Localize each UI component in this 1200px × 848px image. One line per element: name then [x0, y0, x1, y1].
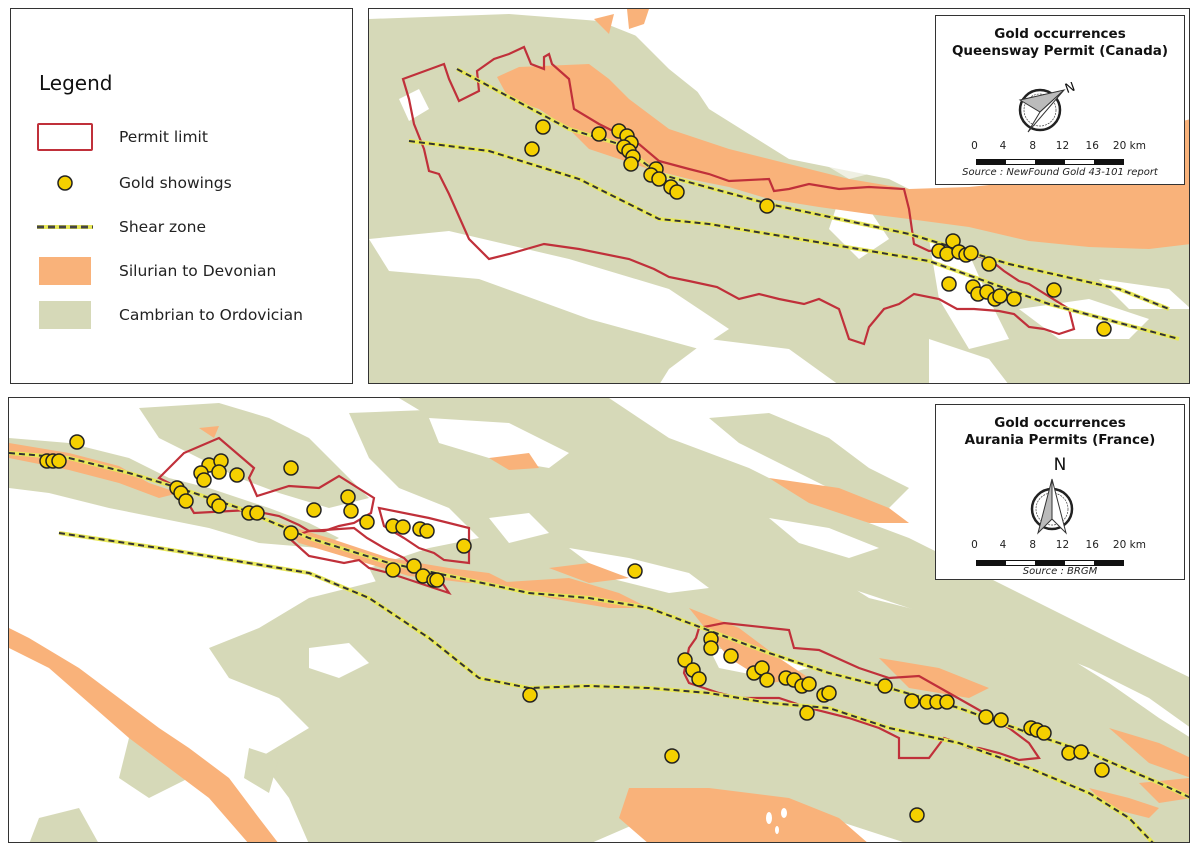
title-line-1: Gold occurrences: [994, 26, 1126, 42]
silurian-devonian-unit: [497, 64, 1189, 249]
scale-label: 20 km: [1112, 140, 1146, 152]
map-title: Gold occurrences Queensway Permit (Canad…: [936, 26, 1184, 60]
legend-item-gold-showings: Gold showings: [37, 169, 337, 199]
scale-label: 8: [1029, 539, 1037, 551]
aurania-title-box: Gold occurrences Aurania Permits (France…: [935, 404, 1185, 580]
gold-showings: [524, 119, 1112, 337]
title-line-2: Queensway Permit (Canada): [951, 43, 1169, 59]
scale-label: 20 km: [1112, 539, 1146, 551]
legend-label: Permit limit: [119, 128, 208, 146]
legend-panel: Legend Permit limit Gold showings Shear …: [10, 8, 353, 384]
scale-label: 12: [1055, 539, 1070, 551]
scale-label: 8: [1029, 140, 1037, 152]
title-line-2: Aurania Permits (France): [964, 432, 1156, 448]
queensway-map-panel: Gold occurrences Queensway Permit (Canad…: [368, 8, 1190, 384]
scale-label: 16: [1085, 539, 1099, 551]
aurania-map: [9, 398, 1189, 842]
north-label: N: [1053, 455, 1067, 475]
map-source: Source : NewFound Gold 43-101 report: [962, 167, 1158, 178]
north-arrow-icon: [1030, 478, 1074, 535]
silurian-devonian-swatch: [39, 257, 91, 285]
legend-item-shear-zone: Shear zone: [37, 213, 337, 243]
rotated-north-arrow-icon: N: [1018, 82, 1077, 133]
scale-label: 12: [1055, 140, 1070, 152]
legend-item-cambrian-ordovician: Cambrian to Ordovician: [37, 301, 337, 331]
svg-text:N: N: [1063, 82, 1077, 97]
map-source: Source : BRGM: [1022, 566, 1098, 577]
scale-label: 0: [971, 539, 978, 551]
scale-label: 0: [971, 140, 978, 152]
shear-zone-icon: [37, 225, 93, 229]
legend-label: Shear zone: [119, 218, 206, 236]
scale-label: 16: [1085, 140, 1099, 152]
permit-limit-symbol: [37, 123, 93, 151]
legend-item-permit-limit: Permit limit: [37, 123, 337, 153]
legend-label: Silurian to Devonian: [119, 262, 277, 280]
scale-bar: [976, 159, 1124, 165]
scale-bar: [976, 560, 1124, 566]
scale-label: 4: [999, 539, 1007, 551]
queensway-title-box: Gold occurrences Queensway Permit (Canad…: [935, 15, 1185, 185]
cambrian-ordovician-swatch: [39, 301, 91, 329]
queensway-permit-limit: [401, 45, 1076, 346]
legend-item-silurian-devonian: Silurian to Devonian: [37, 257, 337, 287]
map-title: Gold occurrences Aurania Permits (France…: [936, 415, 1184, 449]
aurania-map-panel: Gold occurrences Aurania Permits (France…: [8, 397, 1190, 843]
legend-title: Legend: [39, 71, 113, 95]
legend-label: Cambrian to Ordovician: [119, 306, 303, 324]
gold-showings: [39, 434, 1110, 823]
legend-label: Gold showings: [119, 174, 232, 192]
scale-label: 4: [999, 140, 1007, 152]
gold-showing-icon: [57, 175, 73, 191]
title-line-1: Gold occurrences: [994, 415, 1126, 431]
